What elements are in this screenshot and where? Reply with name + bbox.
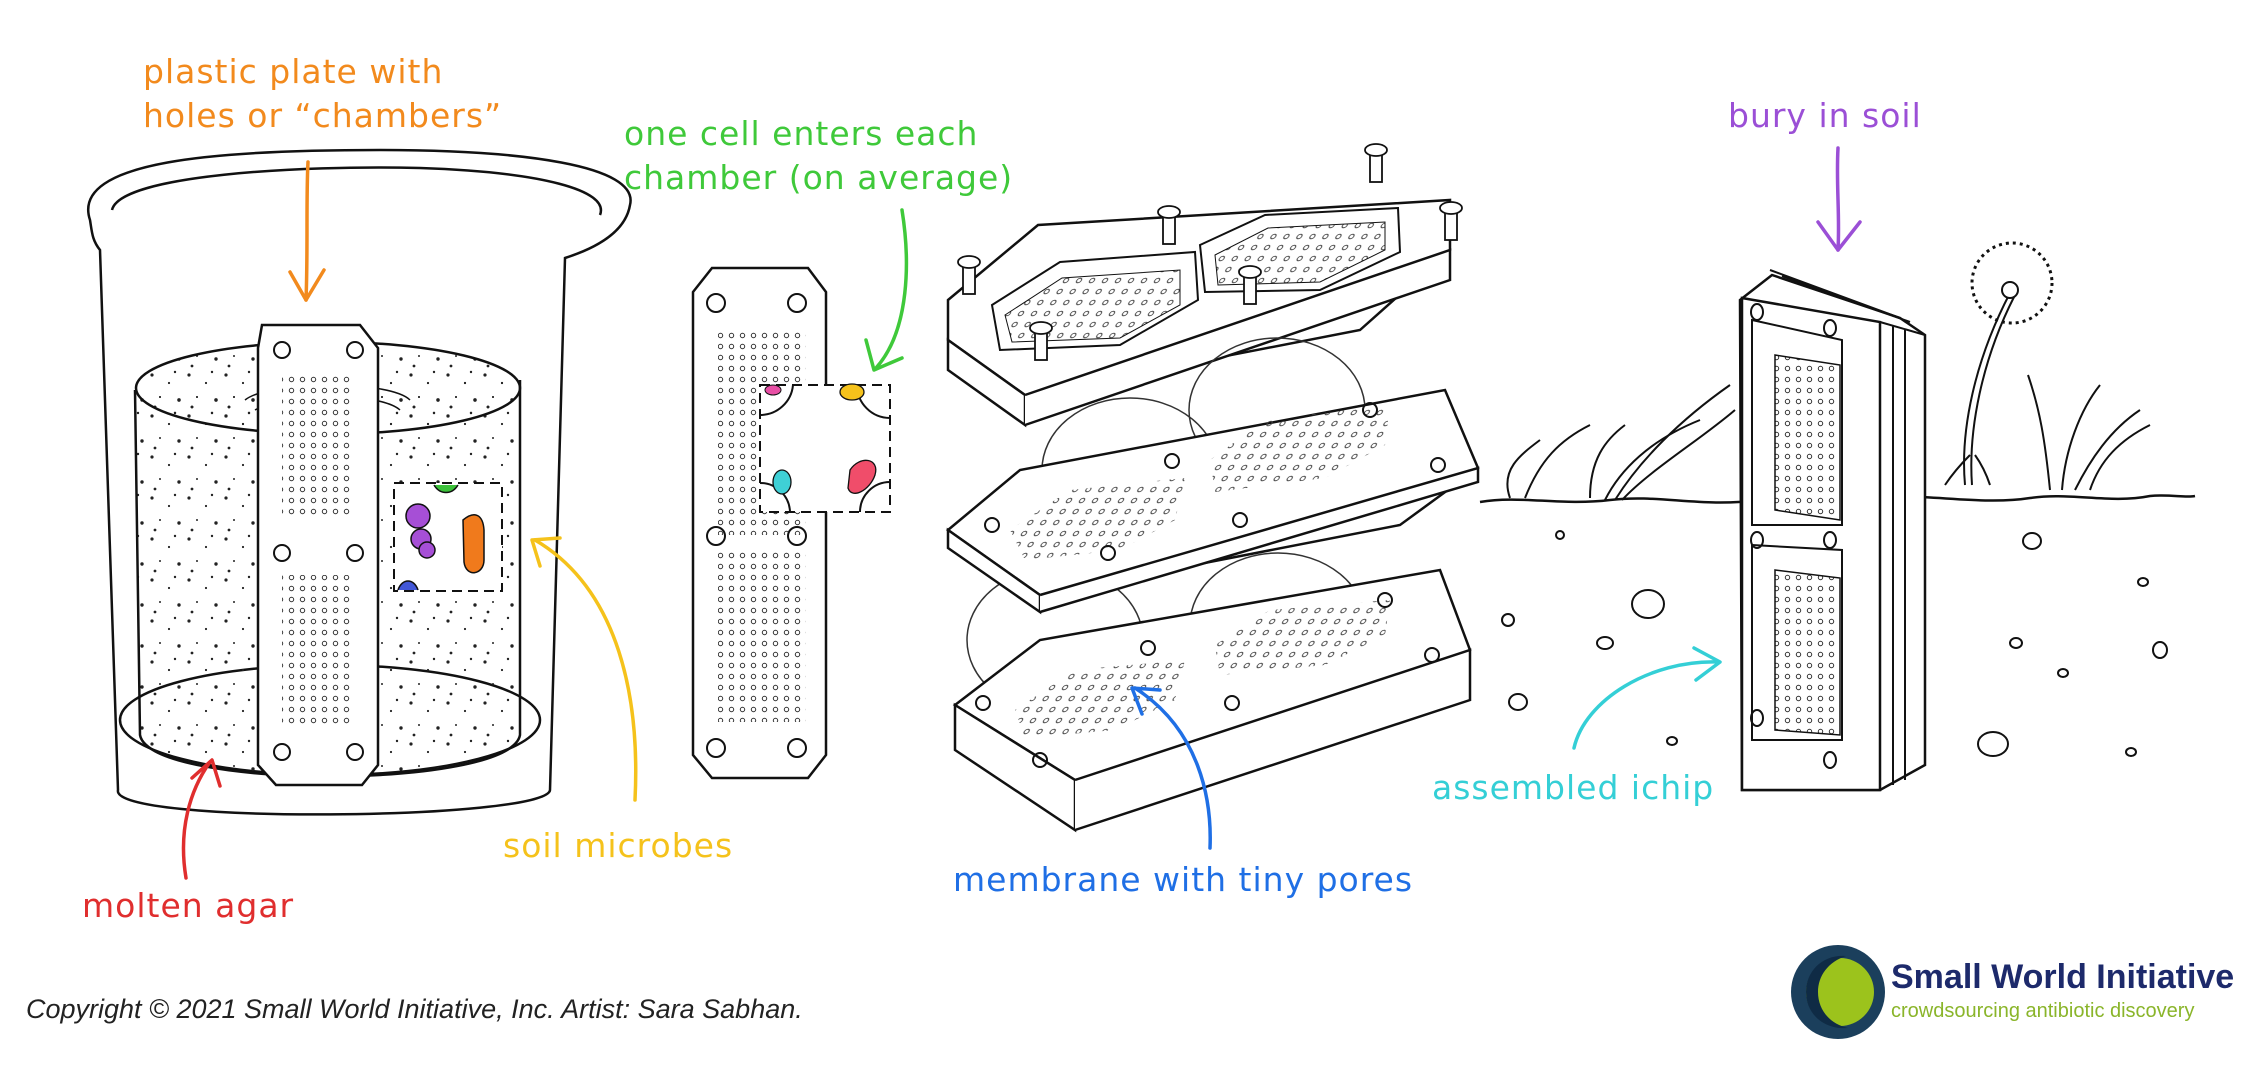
arrow-cell bbox=[864, 208, 909, 372]
arrow-agar bbox=[181, 758, 222, 880]
exploded-top-plate bbox=[946, 143, 1463, 428]
exploded-bottom-plate bbox=[952, 568, 1472, 833]
assembled-ichip bbox=[1738, 269, 1927, 792]
logo-tagline: crowdsourcing antibiotic discovery bbox=[1891, 1000, 2195, 1022]
label-bury: bury in soil bbox=[1728, 96, 1922, 135]
globe-icon bbox=[1791, 945, 1885, 1039]
arrow-plate bbox=[288, 160, 326, 302]
chamber-inset bbox=[759, 383, 891, 513]
grass-left bbox=[1506, 384, 1736, 501]
microbe-inset bbox=[393, 482, 503, 592]
plate-standalone bbox=[691, 266, 828, 780]
small-world-logo: Small World Initiative crowdsourcing ant… bbox=[1788, 942, 2248, 1052]
arrow-assembled bbox=[1572, 646, 1722, 750]
copyright-notice: Copyright © 2021 Small World Initiative,… bbox=[26, 994, 803, 1024]
label-membrane: membrane with tiny pores bbox=[953, 860, 1414, 899]
label-assembled: assembled ichip bbox=[1432, 768, 1715, 807]
label-cell-line1: one cell enters each bbox=[624, 114, 979, 153]
grass-right bbox=[2027, 374, 2151, 491]
label-plate-line2: holes or “chambers” bbox=[143, 96, 503, 135]
label-agar: molten agar bbox=[82, 886, 295, 925]
arrow-membrane bbox=[1130, 686, 1212, 850]
arrow-microbes bbox=[530, 536, 638, 802]
soil-pebbles bbox=[1501, 530, 2168, 757]
dandelion bbox=[1944, 241, 2054, 486]
label-plate-line1: plastic plate with bbox=[143, 52, 444, 91]
label-microbes: soil microbes bbox=[503, 826, 734, 865]
logo-name: Small World Initiative bbox=[1891, 958, 2235, 996]
label-cell-line2: chamber (on average) bbox=[624, 158, 1014, 197]
exploded-middle-plate bbox=[945, 388, 1480, 615]
arrow-bury bbox=[1816, 146, 1862, 252]
plate-in-beaker bbox=[256, 323, 380, 787]
